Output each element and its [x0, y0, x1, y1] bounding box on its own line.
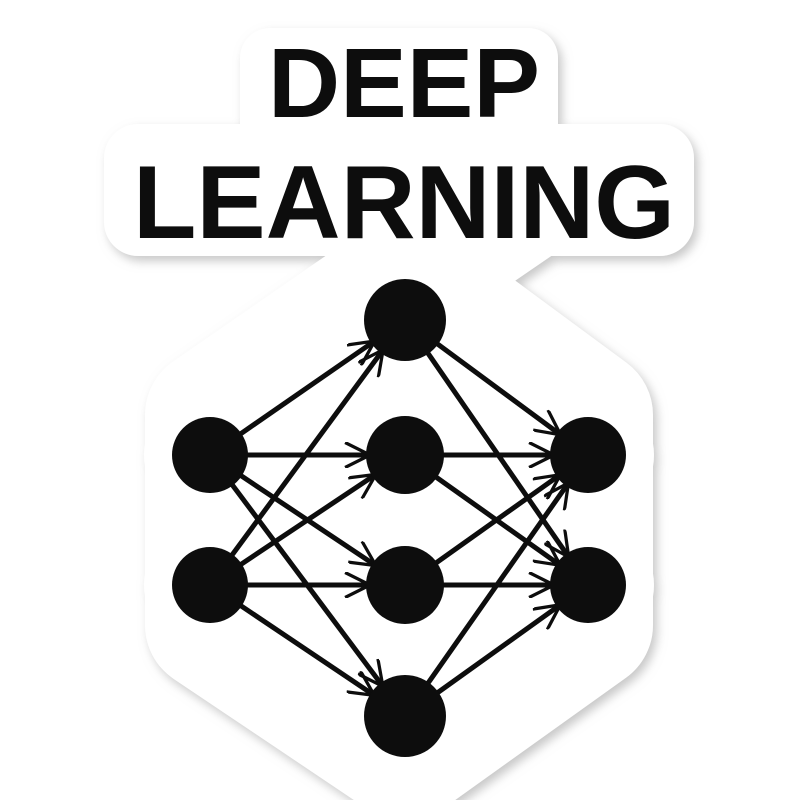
- network-edges: [229, 341, 568, 696]
- network-edge: [229, 351, 382, 558]
- network-edge: [238, 475, 375, 568]
- network-node-h4: [364, 675, 446, 757]
- network-edge: [435, 605, 560, 696]
- network-node-h2: [366, 416, 444, 494]
- network-node-h1: [364, 279, 446, 361]
- title-line-2: LEARNING: [133, 145, 675, 261]
- network-edge: [434, 341, 559, 434]
- network-edge: [238, 342, 374, 437]
- title-line-1: DEEP: [268, 28, 540, 138]
- network-edge: [433, 475, 559, 566]
- network-edge: [425, 484, 568, 686]
- network-node-i1: [172, 417, 248, 493]
- network-nodes: [172, 279, 626, 757]
- network-node-i2: [172, 547, 248, 623]
- network-edge: [238, 602, 374, 695]
- sticker-title: DEEP LEARNING: [133, 28, 675, 261]
- network-node-h3: [366, 546, 444, 624]
- network-node-o2: [550, 547, 626, 623]
- sticker-die-cut-body: [104, 28, 694, 800]
- network-node-o1: [550, 417, 626, 493]
